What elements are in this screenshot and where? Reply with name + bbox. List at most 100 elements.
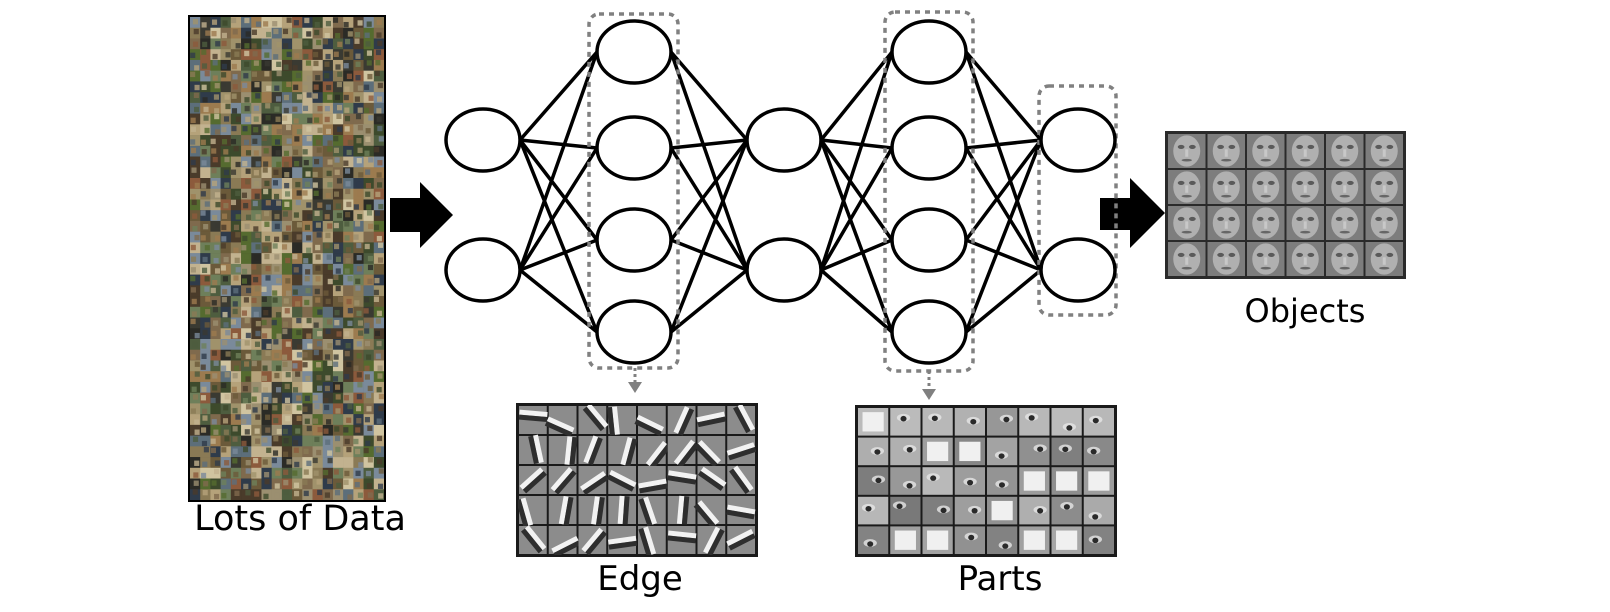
mosaic-tile xyxy=(363,317,375,329)
mosaic-tile xyxy=(190,296,201,308)
mosaic-tile xyxy=(190,478,201,490)
mosaic-tile xyxy=(353,145,364,157)
mosaic-tile xyxy=(353,317,364,329)
mosaic-tile xyxy=(261,381,272,393)
mosaic-tile xyxy=(261,296,272,308)
mosaic-tile xyxy=(332,285,344,297)
mosaic-tile xyxy=(332,328,344,340)
connection-line xyxy=(965,138,1042,150)
mosaic-tile xyxy=(271,167,283,179)
mosaic-tile xyxy=(271,199,283,211)
mosaic-tile xyxy=(302,59,313,71)
mosaic-tile xyxy=(322,49,334,61)
mosaic-tile xyxy=(261,49,272,61)
connection-line xyxy=(669,147,749,271)
mosaic-tile xyxy=(363,38,375,50)
mosaic-tile xyxy=(230,489,242,500)
mosaic-tile xyxy=(190,467,201,479)
mosaic-tile xyxy=(332,17,344,29)
mosaic-tile xyxy=(292,92,303,104)
mosaic-tile xyxy=(220,70,232,82)
mosaic-tile xyxy=(281,124,293,136)
mosaic-tile xyxy=(353,92,364,104)
mosaic-tile xyxy=(190,17,201,29)
mosaic-tile xyxy=(363,167,375,179)
mosaic-tile xyxy=(251,253,262,265)
mosaic-tile xyxy=(312,70,324,82)
mosaic-tile xyxy=(332,81,344,93)
mosaic-tile xyxy=(1247,170,1285,204)
mosaic-tile xyxy=(667,494,696,526)
mosaic-tile xyxy=(200,392,211,404)
mosaic-tile xyxy=(363,414,375,426)
mosaic-tile xyxy=(281,199,293,211)
mosaic-tile xyxy=(343,435,354,447)
mosaic-tile xyxy=(312,263,324,275)
mosaic-tile xyxy=(230,231,242,243)
input-data-caption: Lots of Data xyxy=(194,499,406,539)
mosaic-tile xyxy=(332,467,344,479)
mosaic-tile xyxy=(230,113,242,125)
mosaic-tile xyxy=(210,231,221,243)
mosaic-tile xyxy=(1286,170,1324,204)
mosaic-tile xyxy=(312,446,324,458)
mosaic-tile xyxy=(302,156,313,168)
mosaic-tile xyxy=(271,27,283,39)
mosaic-tile xyxy=(363,113,375,125)
mosaic-tile xyxy=(322,414,334,426)
mosaic-tile xyxy=(322,263,334,275)
mosaic-tile xyxy=(292,306,303,318)
mosaic-tile xyxy=(230,424,242,436)
mosaic-tile xyxy=(332,242,344,254)
mosaic-tile xyxy=(302,446,313,458)
mosaic-tile xyxy=(373,253,384,265)
mosaic-tile xyxy=(230,135,242,147)
neuron-node xyxy=(745,237,823,303)
mosaic-tile xyxy=(292,27,303,39)
mosaic-tile xyxy=(230,102,242,114)
mosaic-tile xyxy=(353,231,364,243)
parts-feature-pointer xyxy=(922,371,936,400)
mosaic-tile xyxy=(343,360,354,372)
mosaic-tile xyxy=(190,414,201,426)
mosaic-tile xyxy=(312,381,324,393)
mosaic-tile xyxy=(332,145,344,157)
mosaic-tile xyxy=(230,145,242,157)
mosaic-tile xyxy=(271,102,283,114)
mosaic-tile xyxy=(220,478,232,490)
mosaic-tile xyxy=(210,59,221,71)
mosaic-tile xyxy=(230,220,242,232)
mosaic-tile xyxy=(343,296,354,308)
network-connections xyxy=(518,50,1043,334)
mosaic-tile xyxy=(343,156,354,168)
mosaic-tile xyxy=(200,188,211,200)
mosaic-tile xyxy=(1168,206,1206,240)
mosaic-tile xyxy=(230,167,242,179)
mosaic-tile xyxy=(241,188,252,200)
mosaic-tile xyxy=(220,339,232,351)
mosaic-tile xyxy=(343,113,354,125)
mosaic-tile xyxy=(230,446,242,458)
mosaic-tile xyxy=(220,489,232,500)
mosaic-tile xyxy=(241,285,252,297)
mosaic-tile xyxy=(230,285,242,297)
mosaic-tile xyxy=(230,371,242,383)
mosaic-tile xyxy=(210,392,221,404)
mosaic-tile xyxy=(322,145,334,157)
mosaic-tile xyxy=(210,38,221,50)
mosaic-tile xyxy=(332,360,344,372)
mosaic-tile xyxy=(271,145,283,157)
mosaic-tile xyxy=(261,446,272,458)
mosaic-tile xyxy=(353,188,364,200)
mosaic-tile xyxy=(373,317,384,329)
parts-caption: Parts xyxy=(957,559,1043,599)
mosaic-tile xyxy=(363,199,375,211)
mosaic-tile xyxy=(261,457,272,469)
mosaic-tile xyxy=(220,231,232,243)
mosaic-tile xyxy=(302,17,313,29)
mosaic-tile xyxy=(987,496,1018,525)
mosaic-tile xyxy=(251,81,262,93)
mosaic-tile xyxy=(312,210,324,222)
mosaic-tile xyxy=(220,392,232,404)
mosaic-tile xyxy=(251,296,262,308)
